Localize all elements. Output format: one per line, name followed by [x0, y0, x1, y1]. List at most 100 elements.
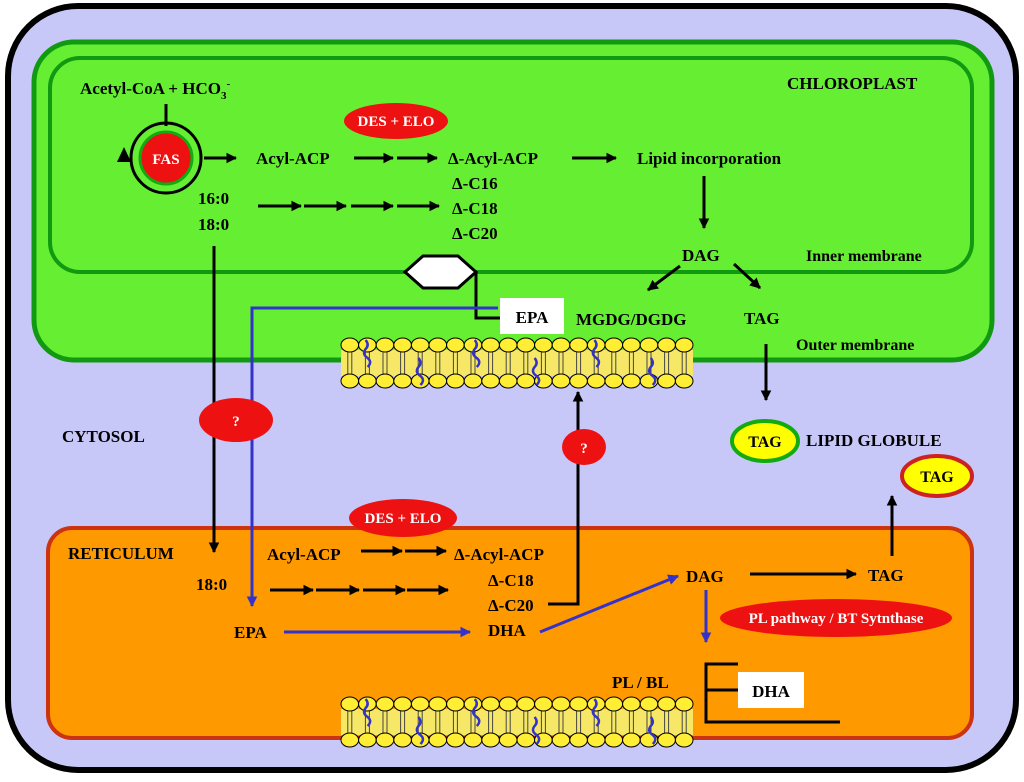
lipid-head — [375, 732, 395, 748]
unknown-transporter-2 — [562, 429, 606, 465]
des-elo-enzyme-reticulum — [349, 499, 457, 537]
pl-bl-label: PL / BL — [612, 673, 669, 692]
lipid-head — [428, 337, 448, 353]
lipid-head — [498, 696, 518, 712]
dha-box-reticulum — [738, 672, 804, 708]
tag-globule-green-label: TAG — [748, 434, 782, 451]
mgdg-dgdg-label: MGDG/DGDG — [576, 310, 687, 329]
pufa-chain — [531, 716, 541, 745]
lipid-head — [604, 373, 624, 389]
lipid-head — [393, 373, 412, 389]
lipid-head — [639, 337, 659, 353]
lipid-head — [410, 337, 430, 353]
lipid-globule-label: LIPID GLOBULE — [806, 431, 942, 450]
lipid-head — [393, 732, 412, 748]
pufa-chain — [591, 698, 601, 727]
acyl-acp-reticulum: Acyl-ACP — [267, 545, 341, 564]
lipid-head — [410, 696, 430, 712]
delta-c18-label-chloroplast: Δ-C18 — [452, 199, 498, 218]
fas-cycle-arrowhead — [117, 147, 131, 162]
epa-label-reticulum: EPA — [234, 623, 267, 642]
lipid-head — [569, 373, 588, 389]
pufa-chain — [415, 357, 425, 386]
lipid-head — [622, 732, 641, 748]
lipid-head — [657, 337, 676, 353]
cytosol-label: CYTOSOL — [62, 427, 145, 446]
tag-label-chloroplast: TAG — [744, 309, 780, 328]
tag-globule-red-label: TAG — [920, 469, 954, 486]
fas-enzyme — [138, 130, 194, 186]
lipid-head — [586, 732, 606, 748]
des-elo-label-reticulum: DES + ELO — [365, 511, 442, 527]
lipid-head — [551, 373, 571, 389]
delta-c16-label: Δ-C16 — [452, 174, 498, 193]
lipid-head — [657, 373, 676, 389]
pl-pathway-label: PL pathway / BT Sytnthase — [749, 611, 924, 627]
lipid-head — [586, 373, 606, 389]
lipid-head — [534, 337, 553, 353]
dag-to-mgdg-arrow — [647, 264, 681, 292]
lipid-head — [516, 373, 536, 389]
lipid-head — [657, 696, 676, 712]
lipid-head — [674, 696, 694, 712]
lipid-head — [516, 732, 536, 748]
pufa-chain — [471, 339, 481, 368]
lipid-head — [534, 696, 553, 712]
lipid-head — [622, 373, 641, 389]
membrane-transporter-hexagon — [402, 254, 479, 290]
dha-to-dag-blue-arrow — [539, 574, 680, 634]
pufa-chain — [362, 698, 372, 727]
pufa-chain — [471, 698, 481, 727]
lipid-head — [569, 732, 588, 748]
bilayer-core — [341, 709, 693, 735]
lipid-head — [481, 373, 500, 389]
chloroplast-membrane-bilayer — [340, 337, 694, 389]
lipid-head — [569, 337, 588, 353]
delta-acyl-acp-reticulum: Δ-Acyl-ACP — [454, 545, 544, 564]
transporter-to-epa-line — [474, 272, 500, 320]
reticulum-label: RETICULUM — [68, 544, 174, 563]
lipid-head — [498, 732, 518, 748]
lipid-head — [375, 373, 395, 389]
tag-label-reticulum: TAG — [868, 566, 904, 585]
dha-box-label: DHA — [752, 682, 791, 701]
epa-box-chloroplast — [500, 298, 564, 334]
lipid-head — [481, 696, 500, 712]
lipid-head — [340, 337, 360, 353]
fas-cycle-ring — [129, 121, 203, 195]
lipid-head — [375, 696, 395, 712]
lipid-head — [393, 337, 412, 353]
lipid-head — [498, 373, 518, 389]
lipid-head — [516, 337, 536, 353]
pl-pathway-enzyme — [720, 599, 952, 637]
lipid-head — [446, 732, 465, 748]
lipid-head — [657, 732, 676, 748]
c18-0-label-reticulum: 18:0 — [196, 575, 227, 594]
tag-globule-green — [730, 419, 800, 463]
lipid-head — [498, 337, 518, 353]
c18-0-label-chloroplast: 18:0 — [198, 215, 229, 234]
lipid-head — [446, 696, 465, 712]
inner-membrane-label: Inner membrane — [806, 248, 922, 265]
lipid-head — [569, 696, 588, 712]
lipid-head — [358, 373, 377, 389]
lipid-head — [604, 337, 624, 353]
dha-label-reticulum: DHA — [488, 621, 527, 640]
lipid-head — [393, 696, 412, 712]
chloroplast-inner-membrane — [48, 56, 974, 274]
lipid-head — [604, 732, 624, 748]
tag-globule-red — [900, 454, 974, 498]
unknown-transporter-1 — [199, 398, 273, 442]
dag-label-reticulum: DAG — [686, 567, 724, 586]
lipid-head — [340, 696, 360, 712]
outer-membrane-label: Outer membrane — [796, 337, 914, 354]
delta-acyl-acp-chloroplast: Δ-Acyl-ACP — [448, 149, 538, 168]
delta-c18-label-reticulum: Δ-C18 — [488, 571, 534, 590]
lipid-head — [446, 337, 465, 353]
fas-label: FAS — [152, 152, 179, 168]
reticulum-membrane-bilayer — [340, 696, 694, 748]
lipid-head — [463, 373, 483, 389]
des-elo-label-chloroplast: DES + ELO — [358, 114, 435, 130]
